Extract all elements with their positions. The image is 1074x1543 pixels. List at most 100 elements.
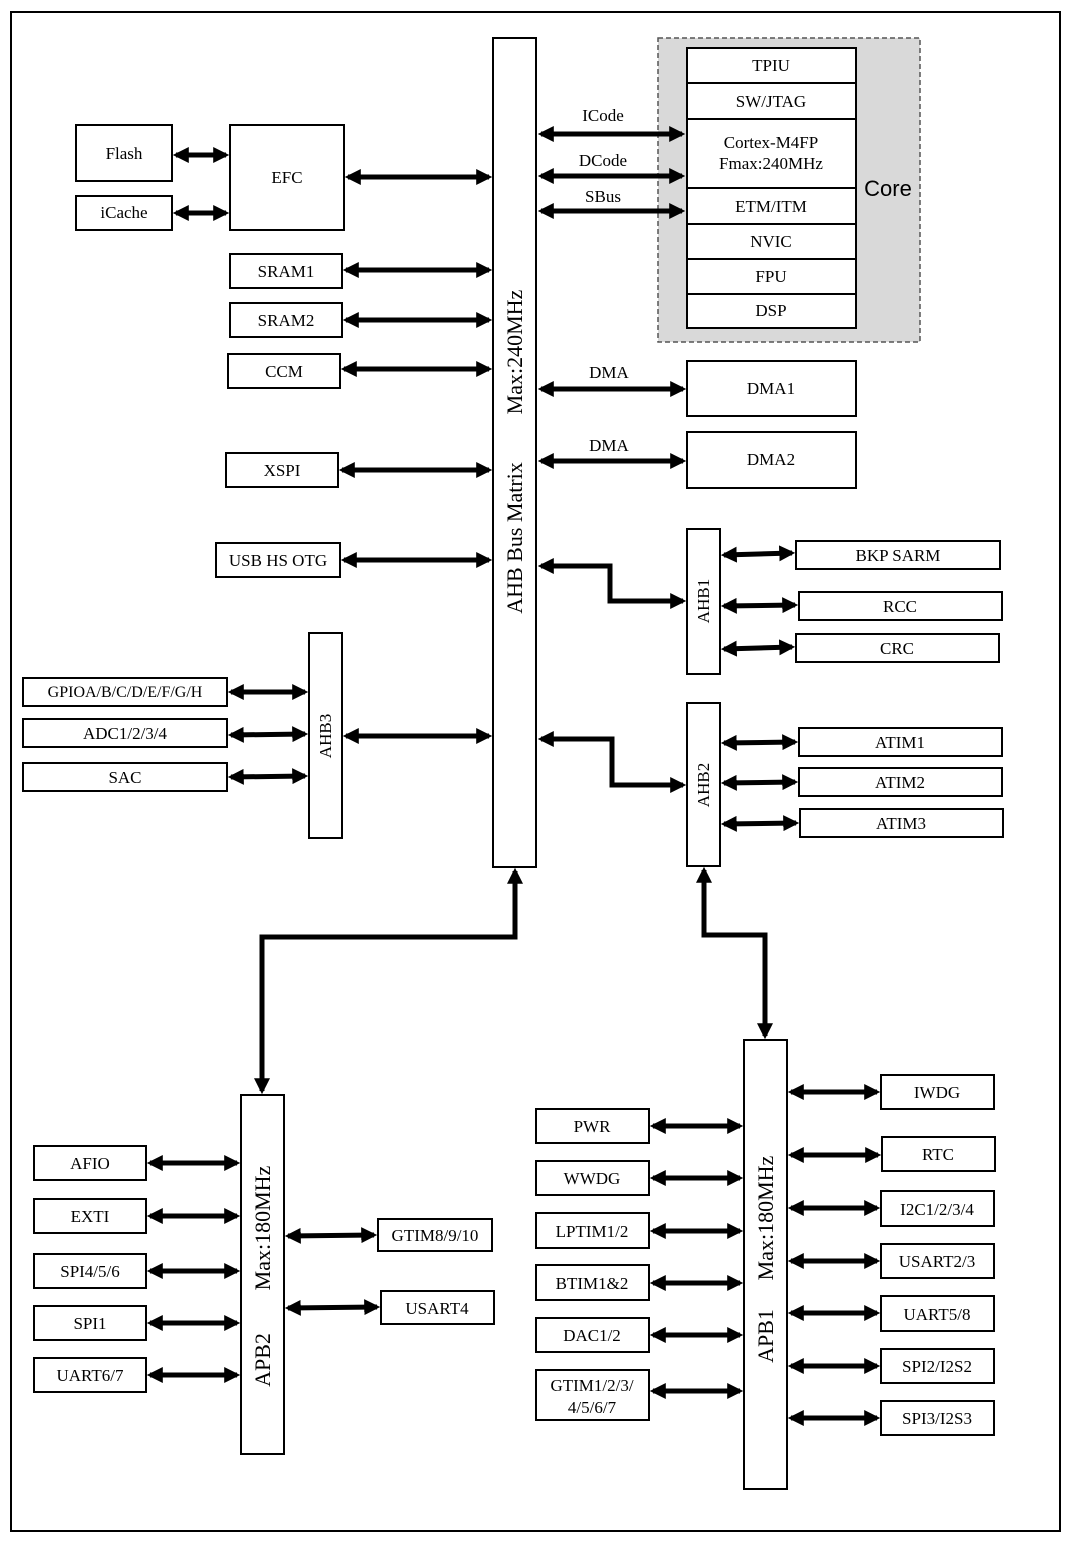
rcc-box [798,591,1003,621]
dma1-link-label: DMA [589,363,629,382]
etm-label: ETM/ITM [735,197,807,216]
ahb-to-ahb2-arrow [537,730,687,794]
btim-box [535,1264,650,1301]
atim2-box [798,767,1003,797]
gtim8910-box [377,1218,493,1252]
usb-label: USB HS OTG [229,551,327,570]
spi1-box [33,1305,147,1341]
usb-box [215,542,341,578]
fpu-box [686,258,857,295]
ahb2-to-apb1-arrow [695,866,774,1040]
atim1-box [798,727,1003,757]
usart4-label: USART4 [405,1299,469,1318]
spi456-box [33,1253,147,1289]
bkp-label: BKP SARM [856,546,941,565]
sbus-label: SBus [585,187,621,206]
apb1-bridge [743,1039,788,1490]
i2c-box [880,1190,995,1227]
atim3-box [799,808,1004,838]
fpu-label: FPU [755,267,786,286]
rcc-label: RCC [883,597,917,616]
dcode-label: DCode [579,151,627,170]
tpiu-label: TPIU [752,56,790,75]
flash-box [75,124,173,182]
spi3-box [880,1400,995,1436]
pwr-box [535,1108,650,1144]
usart4-box [380,1290,495,1325]
xspi-box [225,452,339,488]
core-group: TPIU SW/JTAG Cortex-M4FP Fmax:240MHz ETM… [657,37,921,343]
spi3-label: SPI3/I2S3 [902,1409,972,1428]
sram1-label: SRAM1 [258,262,315,281]
apb2-label: APB2 [250,1333,275,1387]
usart4-arrow [284,1299,381,1316]
sac-arrow [227,768,309,785]
adc-label: ADC1/2/3/4 [83,724,168,743]
atim2-arrow [720,774,799,791]
uart58-label: UART5/8 [904,1305,971,1324]
usart23-label: USART2/3 [899,1252,975,1271]
apb1-label: APB1 [753,1309,778,1363]
ahb-bus-matrix-freq: Max:240MHz [502,289,527,414]
adc-box [22,718,228,748]
dac-box [535,1317,650,1353]
dma1-box [686,360,857,417]
dsp-label: DSP [755,301,786,320]
atim1-label: ATIM1 [875,733,925,752]
etm-box [686,187,857,225]
swjtag-label: SW/JTAG [736,92,806,111]
ccm-box [227,353,341,389]
apb2-freq: Max:180MHz [250,1165,275,1290]
sac-label: SAC [108,768,141,787]
sram2-box [229,302,343,338]
cortex-label: Cortex-M4FP [724,133,818,152]
apb2-bridge [240,1094,285,1455]
nvic-label: NVIC [750,232,792,251]
nvic-box [686,223,857,260]
gtim-label-line2: 4/5/6/7 [568,1398,617,1417]
pwr-label: PWR [574,1117,612,1136]
dsp-box [686,293,857,329]
gpio-label: GPIOA/B/C/D/E/F/G/H [48,684,203,701]
fmax-label: Fmax:240MHz [719,154,823,173]
afio-box [33,1145,147,1181]
ahb-to-ahb1-arrow [537,557,687,610]
spi2-box [880,1348,995,1384]
core-title: Core [864,176,912,201]
icache-label: iCache [100,203,147,222]
icode-label: ICode [582,106,624,125]
atim3-arrow [720,815,800,832]
dma2-box [686,431,857,489]
usart23-box [880,1243,995,1279]
outer-frame [10,11,1061,1532]
ahb1-label: AHB1 [694,579,713,623]
connections [146,125,882,1427]
gtim-box [535,1369,650,1421]
iwdg-label: IWDG [914,1083,960,1102]
gtim8910-arrow [284,1227,378,1244]
i2c-label: I2C1/2/3/4 [900,1200,974,1219]
ahb-bus-matrix-label: AHB Bus Matrix [502,462,527,614]
iwdg-box [880,1074,995,1110]
atim3-label: ATIM3 [876,814,926,833]
gpio-box [22,677,228,707]
xspi-label: XSPI [264,461,301,480]
exti-label: EXTI [71,1207,110,1226]
gtim8910-label: GTIM8/9/10 [392,1226,479,1245]
icache-box [75,195,173,231]
uart67-label: UART6/7 [57,1366,124,1385]
uart67-box [33,1357,147,1393]
ahb1-bridge [686,528,721,675]
spi456-label: SPI4/5/6 [60,1262,120,1281]
atim2-label: ATIM2 [875,773,925,792]
ahb3-label: AHB3 [316,714,335,758]
ahb2-label: AHB2 [694,763,713,807]
crc-arrow [720,639,796,657]
atim1-arrow [720,734,799,751]
lptim-label: LPTIM1/2 [556,1222,629,1241]
spi2-label: SPI2/I2S2 [902,1357,972,1376]
btim-label: BTIM1&2 [556,1274,629,1293]
ahb-bus-matrix [492,37,537,868]
afio-label: AFIO [70,1154,110,1173]
